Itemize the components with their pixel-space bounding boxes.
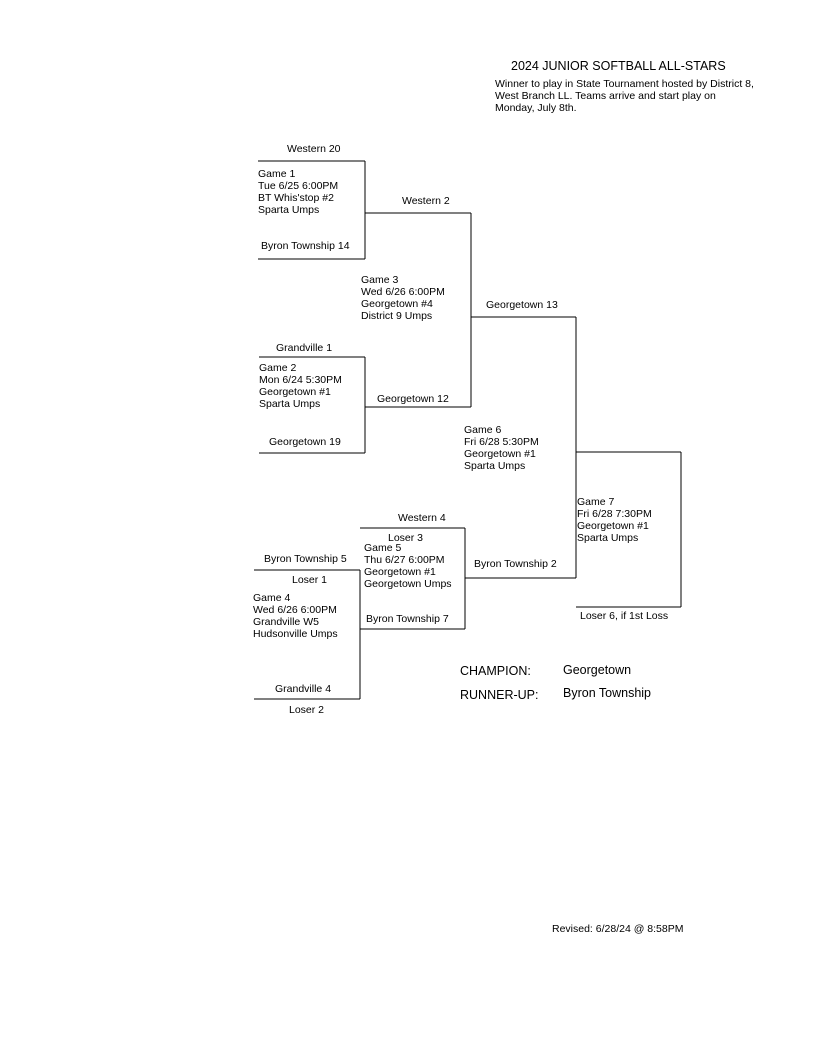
- g4-bottom-team: Grandville 4: [275, 683, 332, 695]
- game-date: Fri 6/28 7:30PM: [577, 508, 652, 520]
- game-umps: Sparta Umps: [464, 460, 526, 472]
- game-date: Fri 6/28 5:30PM: [464, 436, 539, 448]
- g1-bottom-team: Byron Township 14: [261, 240, 350, 252]
- g6-bottom-team: Byron Township 2: [474, 558, 557, 570]
- game-site: BT Whis'stop #2: [258, 192, 334, 204]
- revised-timestamp: Revised: 6/28/24 @ 8:58PM: [552, 923, 684, 935]
- g2-top-team: Grandville 1: [276, 342, 333, 354]
- g5-top-team: Western 4: [398, 512, 446, 524]
- game-name: Game 7: [577, 496, 615, 508]
- game-umps: Sparta Umps: [577, 532, 639, 544]
- g7-bottom-team: Loser 6, if 1st Loss: [580, 610, 669, 622]
- champion-label: CHAMPION:: [460, 664, 531, 678]
- g1-top-team: Western 20: [287, 143, 341, 155]
- game-site: Georgetown #1: [364, 566, 436, 578]
- game-name: Game 4: [253, 592, 291, 604]
- game-4-info: Game 4 Wed 6/26 6:00PM Grandville W5 Hud…: [253, 592, 338, 640]
- game-name: Game 2: [259, 362, 297, 374]
- game-date: Wed 6/26 6:00PM: [361, 286, 445, 298]
- game-name: Game 6: [464, 424, 502, 436]
- game-3-info: Game 3 Wed 6/26 6:00PM Georgetown #4 Dis…: [361, 274, 445, 322]
- g2-bottom-team: Georgetown 19: [269, 436, 341, 448]
- game-umps: Sparta Umps: [259, 398, 321, 410]
- game-7-info: Game 7 Fri 6/28 7:30PM Georgetown #1 Spa…: [577, 496, 652, 544]
- runner-up-label: RUNNER-UP:: [460, 688, 539, 702]
- game-6-info: Game 6 Fri 6/28 5:30PM Georgetown #1 Spa…: [464, 424, 539, 472]
- page-title: 2024 JUNIOR SOFTBALL ALL-STARS: [511, 59, 726, 73]
- g6-top-team: Georgetown 13: [486, 299, 558, 311]
- g5-bottom-team: Byron Township 7: [366, 613, 449, 625]
- game-date: Wed 6/26 6:00PM: [253, 604, 337, 616]
- game-2-info: Game 2 Mon 6/24 5:30PM Georgetown #1 Spa…: [259, 362, 342, 410]
- game-name: Game 3: [361, 274, 399, 286]
- game-date: Thu 6/27 6:00PM: [364, 554, 445, 566]
- game-umps: District 9 Umps: [361, 310, 433, 322]
- game-site: Georgetown #1: [464, 448, 536, 460]
- game-site: Georgetown #1: [259, 386, 331, 398]
- g3-top-team: Western 2: [402, 195, 450, 207]
- game-site: Georgetown #4: [361, 298, 433, 310]
- tournament-note: Winner to play in State Tournament hoste…: [495, 78, 754, 114]
- game-1-info: Game 1 Tue 6/25 6:00PM BT Whis'stop #2 S…: [258, 168, 338, 216]
- game-umps: Georgetown Umps: [364, 578, 452, 590]
- game-umps: Sparta Umps: [258, 204, 320, 216]
- game-name: Game 5: [364, 542, 402, 554]
- game-site: Georgetown #1: [577, 520, 649, 532]
- g4-top-team: Byron Township 5: [264, 553, 347, 565]
- game-site: Grandville W5: [253, 616, 319, 628]
- g5-top-source: Loser 3: [388, 532, 424, 544]
- game-umps: Hudsonville Umps: [253, 628, 338, 640]
- g4-bottom-source: Loser 2: [289, 704, 325, 716]
- game-5-info: Game 5 Thu 6/27 6:00PM Georgetown #1 Geo…: [364, 542, 452, 590]
- runner-up-value: Byron Township: [563, 686, 652, 700]
- champion-value: Georgetown: [563, 663, 632, 677]
- game-name: Game 1: [258, 168, 296, 180]
- g4-top-source: Loser 1: [292, 574, 328, 586]
- g3-bottom-team: Georgetown 12: [377, 393, 449, 405]
- game-date: Mon 6/24 5:30PM: [259, 374, 342, 386]
- game-date: Tue 6/25 6:00PM: [258, 180, 339, 192]
